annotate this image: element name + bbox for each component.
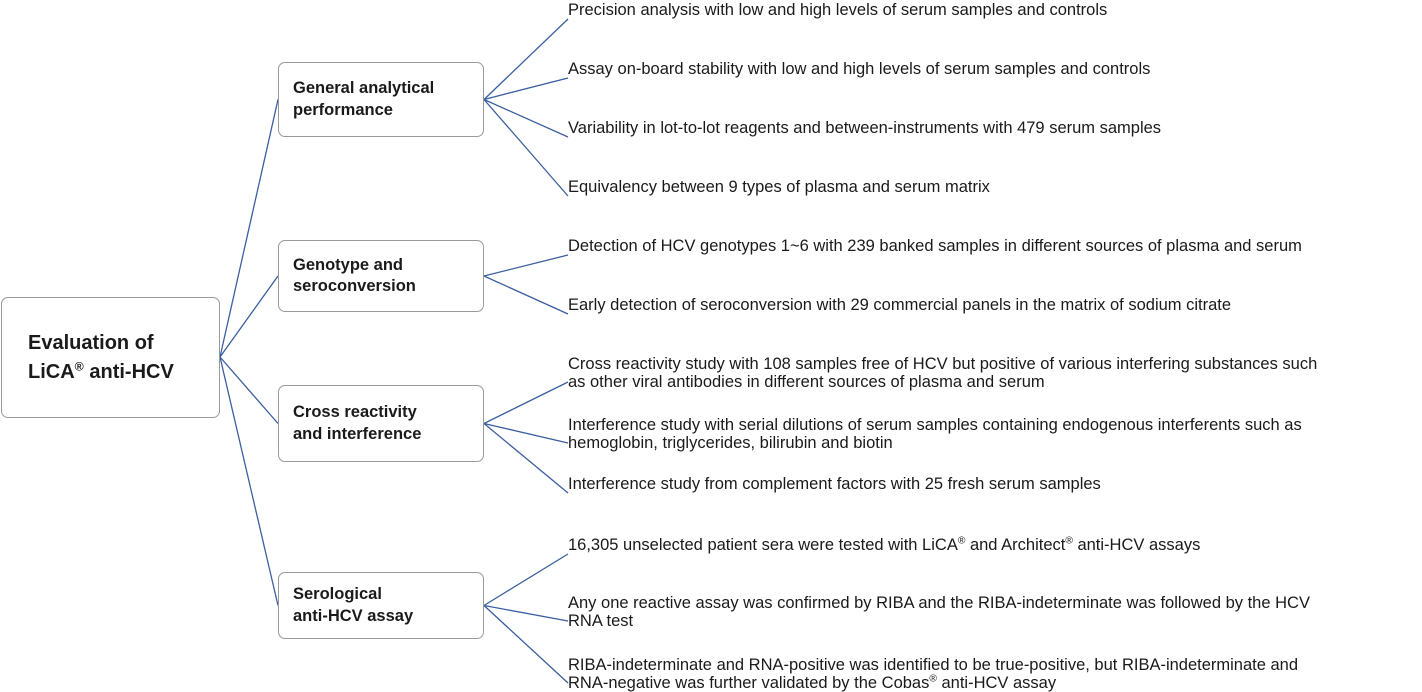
category-box: General analytical performance [278,62,484,137]
item-text-line: Interference study with serial dilutions… [568,416,1302,434]
category-label-line: Serological [293,585,382,604]
item-text-line: Assay on-board stability with low and hi… [568,60,1151,78]
item-text: Variability in lot-to-lot reagents and b… [568,119,1161,137]
item-text-line: Cross reactivity study with 108 samples … [568,355,1318,373]
category-to-item-line [483,604,569,622]
category-box: Serological anti-HCV assay [278,572,484,639]
category-label: General analytical performance [293,78,434,120]
category-label-line: Genotype and [293,255,404,274]
root-to-category-line [219,99,279,358]
category-to-item-line [483,422,569,444]
category-label: Cross reactivity and interference [293,402,421,444]
category-to-item-line [483,381,569,425]
item-text-line: RIBA-indeterminate and RNA-positive was … [568,656,1299,674]
category-to-item-line [483,254,569,277]
category-box: Cross reactivity and interference [278,385,484,462]
item-text: 16,305 unselected patient sera were test… [568,536,1200,554]
item-text-line: 16,305 unselected patient sera were test… [568,535,1201,554]
category-to-item-line [483,99,569,197]
category-label-line: and interference [293,424,422,443]
item-text-line: Equivalency between 9 types of plasma an… [568,178,990,196]
item-text: Interference study with serial dilutions… [568,416,1302,452]
item-text-line: Detection of HCV genotypes 1~6 with 239 … [568,237,1302,255]
item-text: Equivalency between 9 types of plasma an… [568,178,990,196]
item-text-line: Variability in lot-to-lot reagents and b… [568,119,1162,137]
item-text: Any one reactive assay was confirmed by … [568,594,1310,630]
category-label-line: Cross reactivity [293,403,417,422]
root-label-line2: LiCA® anti-HCV [28,358,174,387]
category-to-item-line [483,605,569,684]
item-text-line: Precision analysis with low and high lev… [568,1,1108,19]
category-to-item-line [483,77,569,101]
category-to-item-line [483,553,569,607]
item-text-line: Any one reactive assay was confirmed by … [568,594,1310,612]
root-to-category-line [219,275,279,358]
item-text-line: Interference study from complement facto… [568,475,1101,493]
item-text: Assay on-board stability with low and hi… [568,60,1150,78]
root-to-category-line [219,356,279,606]
category-label-line: anti-HCV assay [293,606,414,625]
category-to-item-line [483,98,569,138]
item-text: Interference study from complement facto… [568,475,1101,493]
category-box: Genotype and seroconversion [278,240,484,312]
category-label-line: General analytical [293,79,435,98]
category-label-line: performance [293,100,393,119]
root-rest: anti-HCV [83,360,174,383]
item-text-line: RNA test [568,612,634,630]
category-to-item-line [483,422,569,494]
root-label-line1: Evaluation of [28,331,154,354]
category-label: Serological anti-HCV assay [293,584,413,626]
item-text-line: Early detection of seroconversion with 2… [568,296,1232,314]
item-text: Precision analysis with low and high lev… [568,1,1107,19]
item-text: Early detection of seroconversion with 2… [568,296,1231,314]
item-text: Detection of HCV genotypes 1~6 with 239 … [568,237,1302,255]
root-node: Evaluation of LiCA® anti-HCV [1,297,220,418]
category-label-line: seroconversion [293,277,416,295]
category-to-item-line [483,18,569,100]
item-text: Cross reactivity study with 108 samples … [568,355,1317,391]
root-brand: LiCA [28,360,75,383]
root-reg-mark: ® [74,358,84,373]
category-label: Genotype and seroconversion [293,255,416,297]
root-to-category-line [219,356,279,424]
item-text-line: RNA-negative was further validated by th… [568,673,1057,692]
category-to-item-line [483,275,569,315]
item-text-line: as other viral antibodies in different s… [568,373,1045,391]
root-label: Evaluation of LiCA® anti-HCV [28,329,174,387]
item-text-line: hemoglobin, triglycerides, bilirubin and… [568,434,893,452]
